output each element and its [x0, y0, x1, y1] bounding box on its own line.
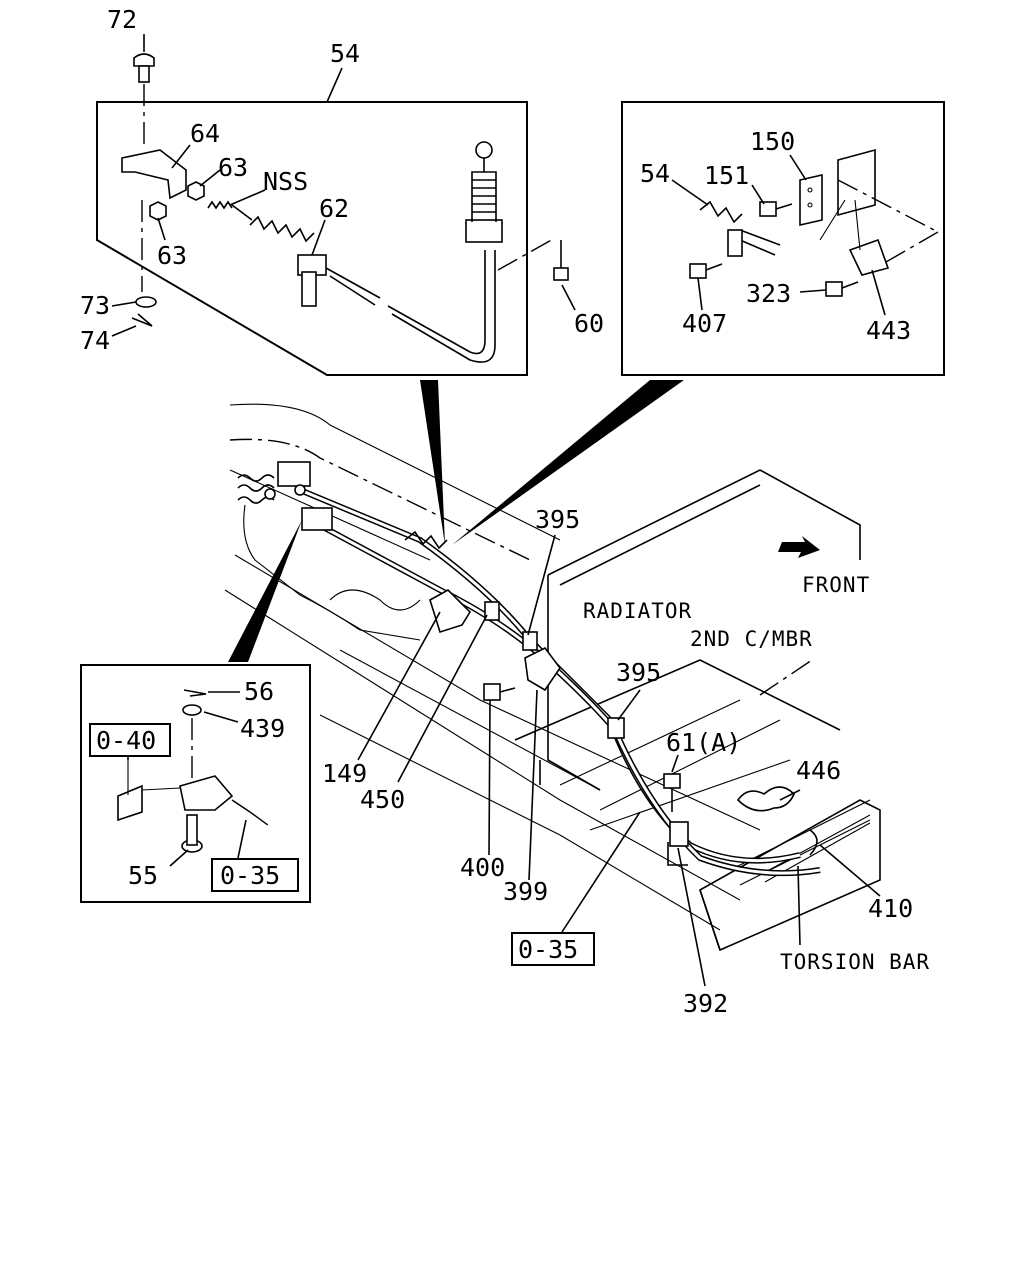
washer-73: [135, 296, 157, 308]
callout-443: 443: [866, 316, 911, 345]
annotations: FRONT RADIATOR 2ND C/MBR TORSION BAR: [583, 573, 930, 974]
callout-61a: 61(A): [666, 728, 741, 757]
callout-395-a: 395: [535, 505, 580, 534]
callout-labels: 72 54 64 63 63 NSS 62 60 73 74 150 151 5…: [80, 5, 913, 1018]
ref-0-35-main: 0-35: [518, 935, 578, 964]
clip-446: [736, 786, 795, 812]
clamp-450: [484, 601, 500, 621]
label-2nd-cmbr: 2ND C/MBR: [690, 627, 813, 651]
bracket-64: [121, 149, 187, 200]
leader-lines: [111, 34, 886, 987]
callout-64: 64: [190, 119, 220, 148]
detail-inset-cable-end: [96, 53, 569, 376]
detail-pointer-bottom-left: [228, 520, 302, 662]
callout-nss: NSS: [263, 167, 308, 196]
callout-73: 73: [80, 291, 110, 320]
label-radiator: RADIATOR: [583, 599, 692, 623]
detail-inset-lever: [621, 101, 945, 376]
callout-72: 72: [107, 5, 137, 34]
detail-pointer-top-left: [420, 380, 445, 545]
clip-56: [183, 689, 207, 697]
ref-0-35-inset: 0-35: [220, 861, 280, 890]
plate-150: [799, 173, 823, 227]
left-cable-ends: [237, 461, 333, 531]
callout-399: 399: [503, 877, 548, 906]
bracket-149: [429, 589, 472, 634]
label-torsion-bar: TORSION BAR: [780, 950, 930, 974]
callout-63-b: 63: [157, 241, 187, 270]
callout-395-b: 395: [616, 658, 661, 687]
callout-392: 392: [683, 989, 728, 1018]
clamp-395: [522, 631, 538, 651]
callout-60: 60: [574, 309, 604, 338]
clamp-395-b: [607, 717, 625, 739]
callout-74: 74: [80, 326, 110, 355]
bolt-400: [483, 683, 516, 701]
bolt-60: [553, 267, 569, 281]
callout-323: 323: [746, 279, 791, 308]
front-arrow: [778, 536, 820, 558]
callout-407: 407: [682, 309, 727, 338]
nut-63-a: [187, 181, 205, 201]
pin-72: [133, 53, 155, 67]
callout-151: 151: [704, 161, 749, 190]
callout-446: 446: [796, 756, 841, 785]
callout-56: 56: [244, 677, 274, 706]
callout-150: 150: [750, 127, 795, 156]
bracket-399: [524, 646, 561, 692]
clip-74: [131, 313, 153, 327]
callout-62: 62: [319, 194, 349, 223]
washer-439: [182, 704, 202, 716]
callout-149: 149: [322, 759, 367, 788]
parking-brake-cable: [237, 461, 821, 877]
frame-sketch: [224, 403, 881, 952]
detail-pointer-top-right: [452, 380, 684, 545]
ref-0-40: 0-40: [96, 726, 156, 755]
label-front: FRONT: [802, 573, 870, 597]
bolt-407: [689, 263, 707, 279]
boxed-references: 0-40 0-35 0-35: [89, 723, 595, 966]
callout-410: 410: [868, 894, 913, 923]
callout-450: 450: [360, 785, 405, 814]
bolt-61a: [663, 773, 681, 812]
bolt-151: [759, 201, 777, 217]
callout-55: 55: [128, 861, 158, 890]
callout-54-right: 54: [640, 159, 670, 188]
nut-63-b: [149, 201, 167, 221]
callout-400: 400: [460, 853, 505, 882]
clamp-410: [809, 829, 818, 856]
arrow-icon: [778, 536, 820, 558]
clamp-392: [669, 821, 689, 847]
equalizer: [179, 775, 234, 811]
bolt-323: [825, 281, 843, 297]
callout-54-top: 54: [330, 39, 360, 68]
callout-439: 439: [240, 714, 285, 743]
callout-63-a: 63: [218, 153, 248, 182]
